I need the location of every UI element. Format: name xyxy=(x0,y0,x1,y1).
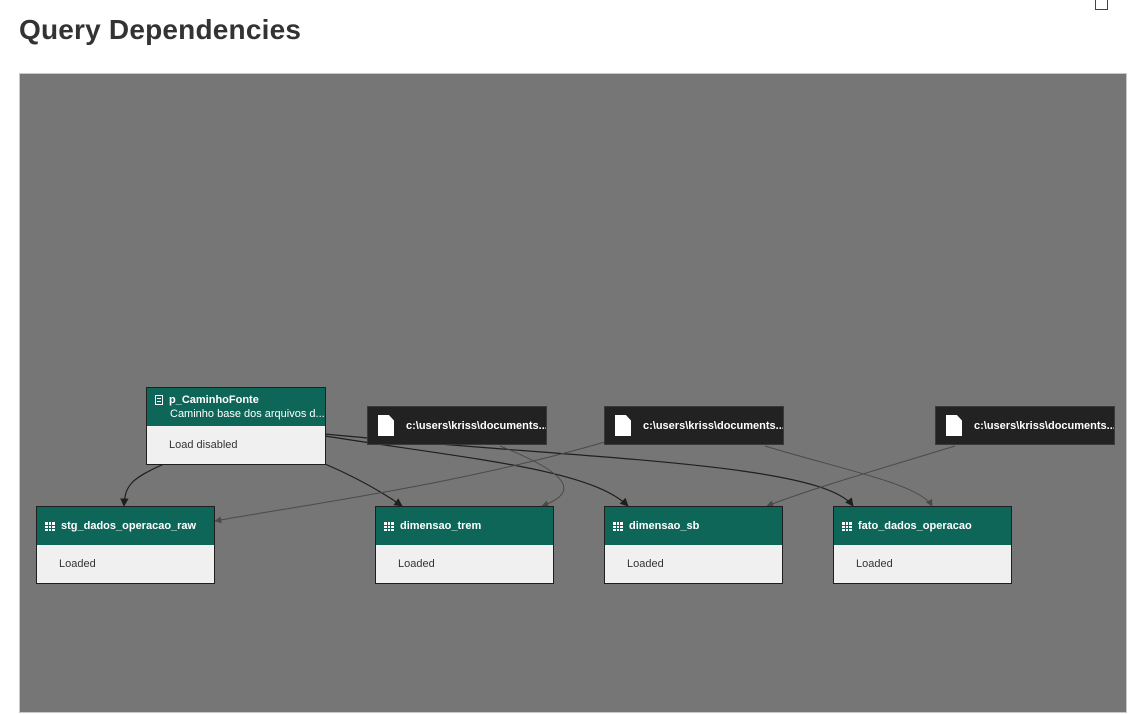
parameter-name: p_CaminhoFonte xyxy=(169,394,259,406)
table-icon xyxy=(384,521,394,531)
page-title: Query Dependencies xyxy=(19,14,302,45)
data-source-node[interactable]: c:\users\kriss\documents... xyxy=(367,406,547,445)
parameter-status: Load disabled xyxy=(147,426,325,464)
source-label: c:\users\kriss\documents... xyxy=(643,419,783,432)
source-label: c:\users\kriss\documents... xyxy=(974,419,1114,432)
query-node-dimensao-trem[interactable]: dimensao_trem Loaded xyxy=(375,506,554,584)
query-node-header: fato_dados_operacao xyxy=(834,507,1011,545)
query-name: dimensao_sb xyxy=(629,520,700,532)
table-icon xyxy=(613,521,623,531)
query-node-fato-dados-operacao[interactable]: fato_dados_operacao Loaded xyxy=(833,506,1012,584)
query-node-header: dimensao_sb xyxy=(605,507,782,545)
query-node-header: stg_dados_operacao_raw xyxy=(37,507,214,545)
edge-param-stg xyxy=(120,463,165,507)
edge-src2-stg xyxy=(214,441,606,524)
edge-src3-sb xyxy=(766,445,956,507)
query-status: Loaded xyxy=(37,545,214,583)
query-name: dimensao_trem xyxy=(400,520,482,532)
edge-src1-trem xyxy=(499,445,565,508)
query-status: Loaded xyxy=(834,545,1011,583)
data-source-node[interactable]: c:\users\kriss\documents... xyxy=(604,406,784,445)
edge-param-trem xyxy=(324,463,403,507)
file-icon xyxy=(378,415,394,436)
maximize-icon[interactable] xyxy=(1095,0,1108,10)
table-icon xyxy=(842,521,852,531)
table-icon xyxy=(45,521,55,531)
parameter-description: Caminho base dos arquivos d... xyxy=(170,408,325,420)
source-label: c:\users\kriss\documents... xyxy=(406,419,546,432)
query-node-dimensao-sb[interactable]: dimensao_sb Loaded xyxy=(604,506,783,584)
parameter-icon xyxy=(155,395,163,405)
data-source-node[interactable]: c:\users\kriss\documents... xyxy=(935,406,1115,445)
file-icon xyxy=(615,415,631,436)
query-name: stg_dados_operacao_raw xyxy=(61,520,197,532)
query-node-header: dimensao_trem xyxy=(376,507,553,545)
dependency-canvas[interactable]: c:\users\kriss\documents... c:\users\kri… xyxy=(19,73,1127,713)
query-status: Loaded xyxy=(605,545,782,583)
parameter-node[interactable]: p_CaminhoFonte Caminho base dos arquivos… xyxy=(146,387,326,465)
file-icon xyxy=(946,415,962,436)
query-node-stg-dados-operacao-raw[interactable]: stg_dados_operacao_raw Loaded xyxy=(36,506,215,584)
query-name: fato_dados_operacao xyxy=(858,520,972,532)
query-status: Loaded xyxy=(376,545,553,583)
edge-src2-fato xyxy=(764,445,933,507)
parameter-node-header: p_CaminhoFonte Caminho base dos arquivos… xyxy=(147,388,325,426)
